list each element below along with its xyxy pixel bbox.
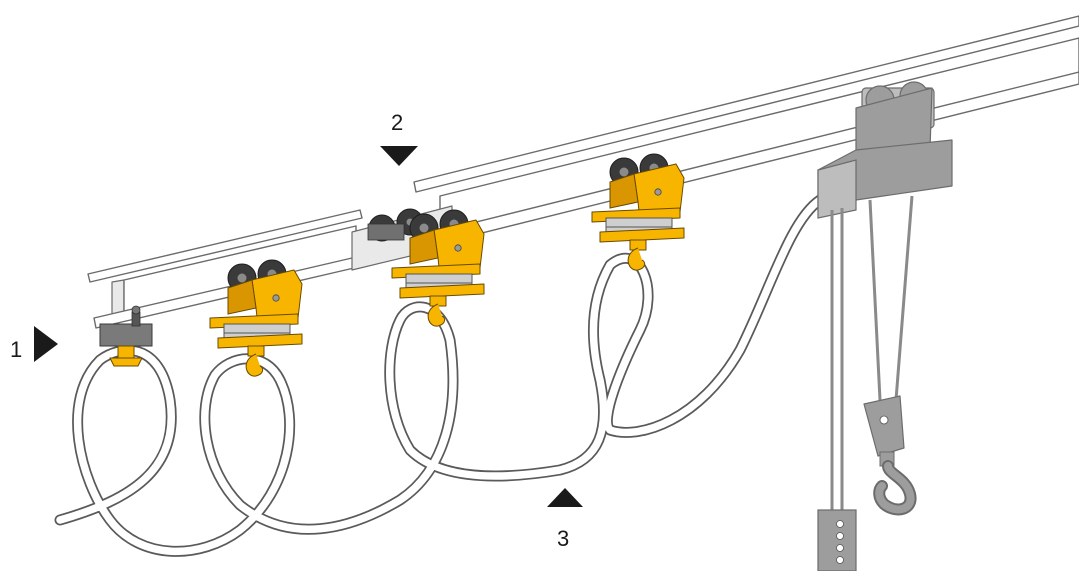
festoon-cable — [54, 194, 826, 557]
electric-chain-hoist-icon — [817, 81, 953, 520]
end-clamp-icon — [99, 305, 153, 367]
triangle-down-icon — [380, 146, 418, 166]
callout-3-number: 3 — [557, 526, 569, 551]
callout-1-number: 1 — [10, 337, 22, 362]
pendant-control-icon — [817, 509, 857, 571]
callout-2: 2 — [380, 110, 418, 166]
towing-trolley-icon — [367, 208, 485, 327]
callout-2-number: 2 — [391, 110, 403, 135]
triangle-up-icon — [547, 488, 583, 507]
callout-1: 1 — [10, 326, 58, 362]
triangle-right-icon — [34, 326, 58, 362]
callout-3: 3 — [547, 488, 583, 551]
hook-icon — [863, 395, 917, 516]
